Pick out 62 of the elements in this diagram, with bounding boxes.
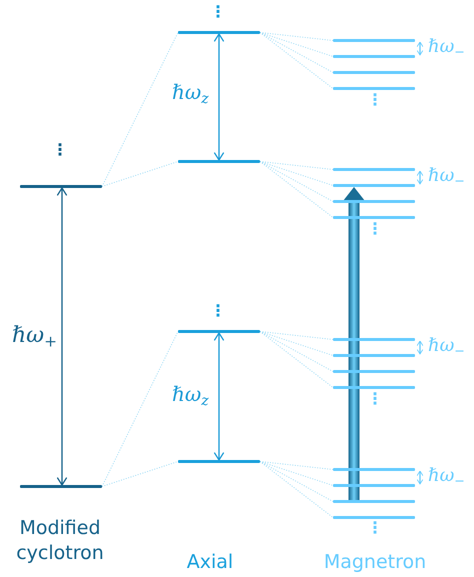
dotted-connector: [102, 331, 178, 487]
energy-level-line: [333, 386, 415, 389]
energy-level-line: [178, 460, 260, 463]
dotted-connector: [260, 161, 334, 202]
energy-level-line: [333, 354, 415, 357]
dotted-connector: [260, 331, 334, 340]
dotted-connector: [260, 32, 334, 57]
energy-level-line: [333, 168, 415, 171]
dotted-connector: [260, 161, 334, 218]
ellipsis-dots: ⋮: [210, 303, 226, 319]
energy-level-line: [178, 31, 260, 34]
dotted-connector: [260, 461, 334, 502]
dotted-connector: [260, 331, 334, 372]
energy-level-line: [333, 200, 415, 203]
double-arrow: [416, 470, 424, 484]
column-title: Magnetron: [322, 550, 428, 575]
energy-level-line: [333, 484, 415, 487]
double-arrow: [214, 332, 224, 461]
energy-level-line: [333, 468, 415, 471]
ellipsis-dots: ⋮: [367, 92, 383, 108]
energy-level-line: [333, 87, 415, 90]
energy-level-line: [178, 330, 260, 333]
ellipsis-dots: ⋮: [367, 221, 383, 237]
energy-level-line: [333, 71, 415, 74]
edge-label: ℏω$_{z}$: [172, 384, 209, 408]
dotted-connector: [260, 461, 334, 470]
energy-level-line: [333, 216, 415, 219]
energy-level-line: [333, 39, 415, 42]
double-arrow: [214, 33, 224, 161]
ellipsis-dots: ⋮: [210, 4, 226, 20]
energy-level-line: [20, 485, 102, 488]
ellipsis-dots: ⋮: [52, 142, 68, 158]
dotted-connector: [260, 331, 334, 356]
ellipsis-dots: ⋮: [367, 520, 383, 536]
transition-arrow: [343, 187, 365, 500]
double-arrow: [416, 170, 424, 184]
dotted-connector: [260, 331, 334, 388]
dotted-connector: [260, 32, 334, 73]
dotted-connector: [260, 161, 334, 186]
dotted-connector: [260, 161, 334, 170]
column-title: Modified cyclotron: [15, 516, 105, 566]
energy-level-line: [333, 500, 415, 503]
dotted-connector: [260, 32, 334, 41]
column-title: Axial: [186, 550, 234, 575]
ellipsis-dots: ⋮: [367, 391, 383, 407]
dotted-connector: [260, 461, 334, 518]
double-arrow: [416, 340, 424, 354]
double-arrow: [416, 42, 424, 56]
dotted-connector: [260, 32, 334, 89]
energy-level-line: [333, 516, 415, 519]
energy-level-line: [333, 370, 415, 373]
energy-level-line: [333, 184, 415, 187]
dotted-connector: [260, 461, 334, 486]
energy-level-line: [20, 185, 102, 188]
energy-level-line: [178, 160, 260, 163]
dotted-connector: [102, 161, 178, 187]
edge-label: ℏω$_{z}$: [172, 82, 209, 106]
energy-level-line: [333, 55, 415, 58]
double-arrow: [56, 187, 68, 486]
dotted-connector: [102, 32, 178, 187]
dotted-connector: [102, 461, 178, 487]
energy-level-line: [333, 338, 415, 341]
